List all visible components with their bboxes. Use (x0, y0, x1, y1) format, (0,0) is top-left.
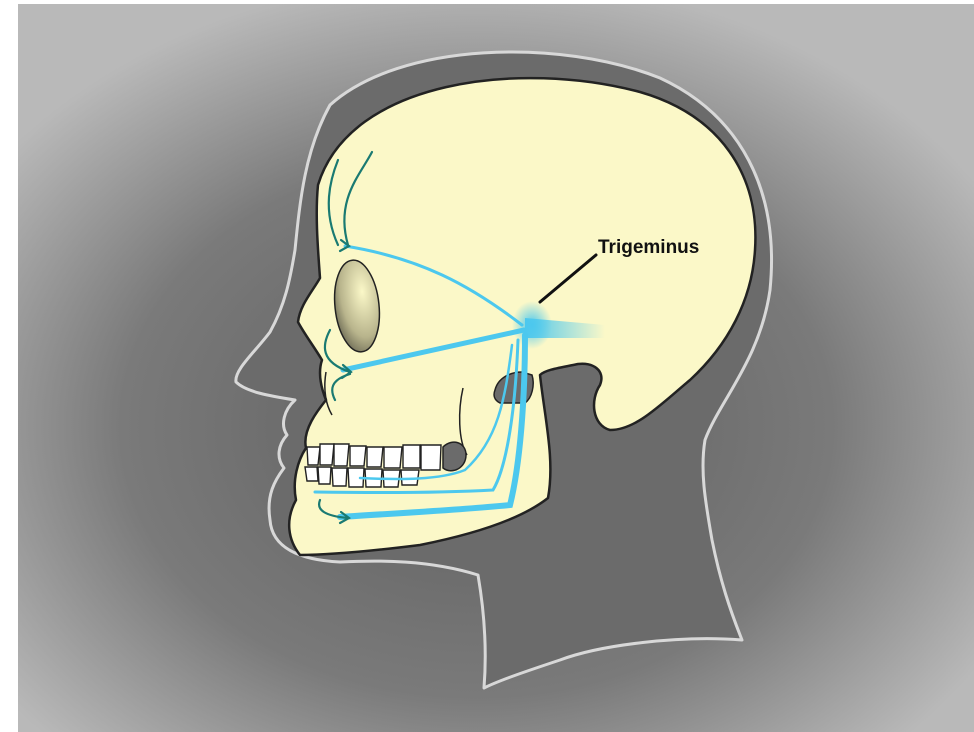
tooth (320, 444, 334, 465)
tooth (332, 468, 347, 486)
tooth (334, 444, 349, 466)
tooth (384, 447, 402, 468)
tooth (318, 467, 331, 484)
tooth (305, 467, 318, 481)
trigeminus-label: Trigeminus (598, 237, 699, 258)
tooth (403, 445, 420, 468)
tooth (350, 446, 366, 466)
tooth (307, 447, 320, 465)
tooth (367, 447, 383, 467)
tooth (421, 445, 441, 470)
